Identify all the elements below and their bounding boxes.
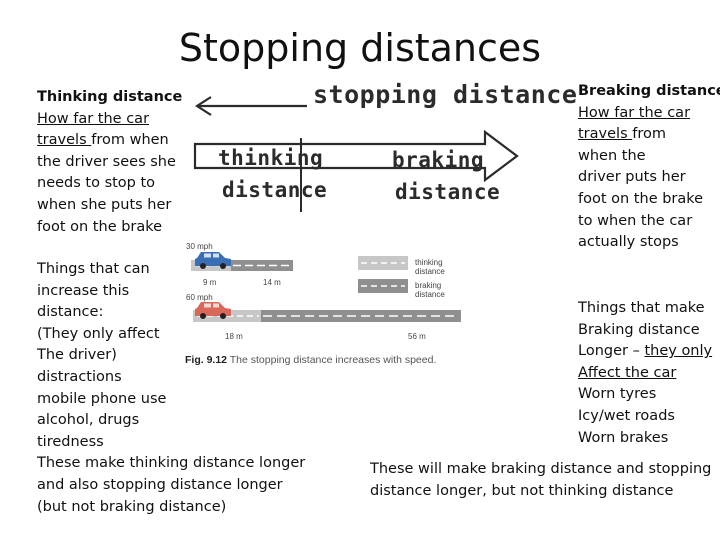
braking-line: actually stops [578, 234, 679, 251]
braking-line: from [632, 126, 666, 143]
red-car-icon [195, 302, 231, 319]
thinking-factor-line: tiredness [37, 433, 104, 450]
summary-line: distance longer, but not thinking distan… [370, 482, 674, 499]
braking-factor-line: they only [644, 343, 713, 360]
thinking-factor-line: increase this [37, 282, 130, 299]
thinking-factor-line: These make thinking distance longer [37, 455, 306, 472]
braking-factors-list: Things that make Braking distance Longer… [578, 298, 718, 449]
braking-line: foot on the brake [578, 190, 704, 207]
legend-braking-label: braking distance [415, 281, 445, 299]
braking-line: driver puts her [578, 169, 686, 186]
summary-line: These will make braking distance and sto… [370, 461, 712, 477]
figure-number: Fig. 9.12 [185, 354, 228, 366]
thinking-heading: Thinking distance [37, 89, 183, 105]
thinking-factor-line: mobile phone use [37, 390, 167, 407]
braking-line: to when the car [578, 212, 693, 229]
figure-caption-text: The stopping distance increases with spe… [229, 354, 437, 366]
stopping-distance-diagram [193, 96, 519, 212]
thinking-factor-line: distance: [37, 304, 104, 321]
stopping-distance-label: stopping distance [313, 80, 578, 109]
thinking-label: thinking [218, 146, 324, 170]
thinking-factor-line: distractions [37, 368, 122, 385]
thinking-distance-label: distance [222, 178, 328, 202]
thinking-factor-line: Things that can [37, 261, 150, 277]
thinking-line: needs to stop to [37, 175, 156, 192]
braking-factor-line: Worn tyres [578, 386, 657, 403]
braking-factor-line: Things that make [578, 300, 705, 316]
speed-label-60: 60 mph [186, 293, 213, 302]
blue-car-icon [195, 252, 231, 269]
thinking-factor-line: and also stopping distance longer [37, 476, 283, 493]
page-title: Stopping distances [178, 26, 542, 70]
braking-line: travels [578, 126, 633, 143]
thinking-factors-list: Things that can increase this distance: … [37, 259, 337, 518]
thinking-distance-definition: Thinking distance How far the car travel… [37, 87, 207, 238]
thinking-braking-arrow [193, 129, 519, 183]
braking-heading: Breaking distance [578, 83, 720, 99]
braking-distance-definition: Breaking distance How far the car travel… [578, 81, 720, 254]
distance-label-18: 18 m [225, 332, 243, 341]
thinking-line: the driver sees she [37, 153, 176, 170]
thinking-factor-line: (but not braking distance) [37, 498, 227, 515]
braking-line: How far the car [578, 104, 691, 121]
braking-factor-line: Braking distance [578, 321, 700, 338]
thinking-factor-line: alcohol, drugs [37, 412, 140, 429]
figure-graphics [191, 252, 461, 322]
thinking-line: travels [37, 132, 92, 149]
arrow-head-left [194, 96, 212, 116]
thinking-line: How far the car [37, 110, 150, 127]
distance-label-9: 9 m [203, 278, 217, 287]
braking-summary: These will make braking distance and sto… [370, 459, 715, 502]
distance-label-56: 56 m [408, 332, 426, 341]
thinking-line: from when [91, 132, 169, 149]
braking-label: braking [392, 148, 485, 172]
thinking-line: foot on the brake [37, 218, 163, 235]
figure-caption: Fig. 9.12 The stopping distance increase… [185, 354, 436, 366]
distance-label-14: 14 m [263, 278, 281, 287]
speed-label-30: 30 mph [186, 242, 213, 251]
braking-line: when the [578, 147, 646, 164]
speed-figure: 30 mph 9 m 14 m 60 mph 18 m 56 m thinkin… [183, 240, 463, 370]
thinking-factor-line: (They only affect [37, 325, 160, 342]
legend-thinking-label: thinking distance [415, 258, 445, 276]
thinking-line: when she puts her [37, 196, 172, 213]
braking-factor-line: Icy/wet roads [578, 407, 675, 424]
braking-factor-line: Worn brakes [578, 429, 669, 446]
braking-distance-label: distance [395, 180, 501, 204]
braking-factor-line: Longer – [578, 343, 645, 360]
braking-factor-line: Affect the car [578, 364, 677, 381]
thinking-factor-line: The driver) [37, 347, 117, 364]
